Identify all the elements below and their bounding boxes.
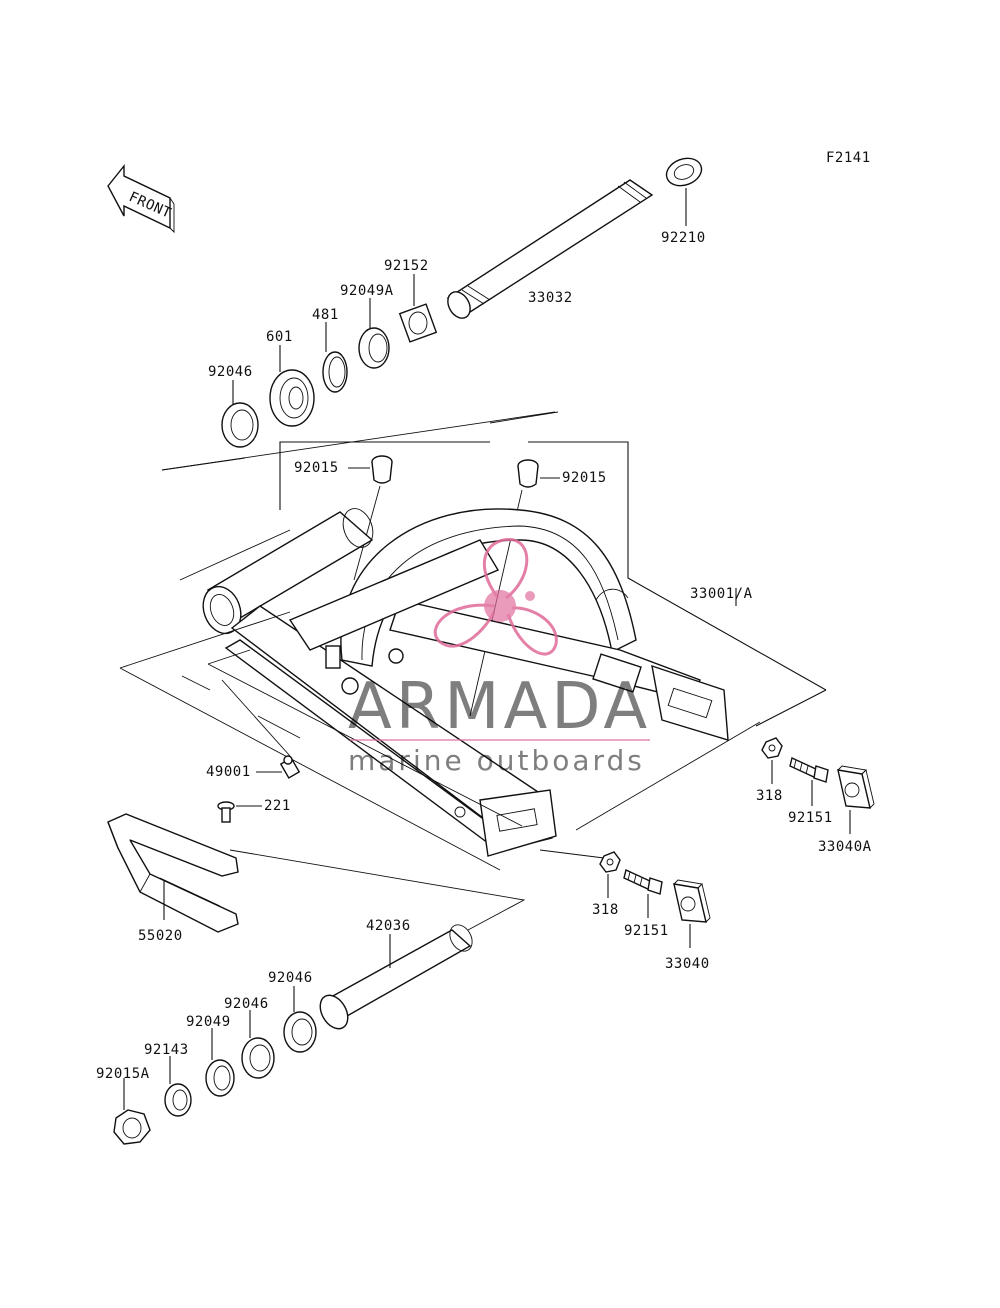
bearing-92046-b2-icon: [241, 1037, 275, 1079]
label-92049: 92049: [186, 1014, 231, 1030]
label-33032: 33032: [528, 290, 573, 306]
propeller-logo-icon: [433, 538, 558, 656]
label-92151-mid: 92151: [624, 923, 669, 939]
bolt-92151-mid-icon: [623, 869, 663, 895]
label-55020: 55020: [138, 928, 183, 944]
label-92152: 92152: [384, 258, 429, 274]
label-92046-b2: 92046: [224, 996, 269, 1012]
label-481: 481: [312, 307, 339, 323]
watermark-brand: ARMADA: [348, 670, 651, 744]
screw-221-icon: [217, 801, 235, 823]
label-92015A: 92015A: [96, 1066, 150, 1082]
sleeve-42036-icon: [319, 924, 473, 1030]
nut-318-mid-icon: [599, 851, 621, 873]
label-92046-top: 92046: [208, 364, 253, 380]
seal-92049-icon: [205, 1059, 235, 1097]
label-318-right: 318: [756, 788, 783, 804]
seal-92049A-icon: [358, 327, 390, 369]
pivot-shaft-33032-icon: [446, 179, 654, 319]
label-33001A: 33001/A: [690, 586, 753, 602]
label-92143: 92143: [144, 1042, 189, 1058]
label-33040A: 33040A: [818, 839, 872, 855]
bearing-92046-b1-icon: [283, 1011, 317, 1053]
label-33040: 33040: [665, 956, 710, 972]
adjuster-33040-icon: [673, 879, 711, 923]
chain-guide-55020-icon: [107, 813, 239, 933]
nut-92210-icon: [665, 157, 703, 187]
label-92049A: 92049A: [340, 283, 394, 299]
bearing-92046-top-icon: [221, 402, 259, 448]
bolt-92151-right-icon: [789, 757, 829, 783]
bearing-601-icon: [269, 369, 315, 427]
label-49001: 49001: [206, 764, 251, 780]
label-42036: 42036: [366, 918, 411, 934]
front-arrow-icon: FRONT: [107, 164, 175, 234]
label-601: 601: [266, 329, 293, 345]
bushing-92015-left-icon: [371, 455, 393, 484]
grease-nipple-49001-icon: [279, 755, 301, 779]
label-318-mid: 318: [592, 902, 619, 918]
collar-92143-icon: [164, 1083, 192, 1117]
label-92015-right: 92015: [562, 470, 607, 486]
collar-92152-icon: [398, 303, 438, 343]
nut-92015A-icon: [113, 1109, 151, 1145]
label-92015-left: 92015: [294, 460, 339, 476]
watermark-tagline: marine outboards: [348, 744, 645, 777]
bushing-92015-right-icon: [517, 459, 539, 488]
label-221: 221: [264, 798, 291, 814]
label-92210: 92210: [661, 230, 706, 246]
watermark: ARMADA marine outboards: [348, 538, 651, 777]
nut-318-right-icon: [761, 737, 783, 759]
label-92151-right: 92151: [788, 810, 833, 826]
adjuster-33040A-icon: [837, 765, 875, 809]
figure-code: F2141: [826, 150, 871, 166]
swingarm-33001-icon: [202, 508, 729, 857]
circlip-481-icon: [322, 351, 348, 393]
label-92046-b1: 92046: [268, 970, 313, 986]
